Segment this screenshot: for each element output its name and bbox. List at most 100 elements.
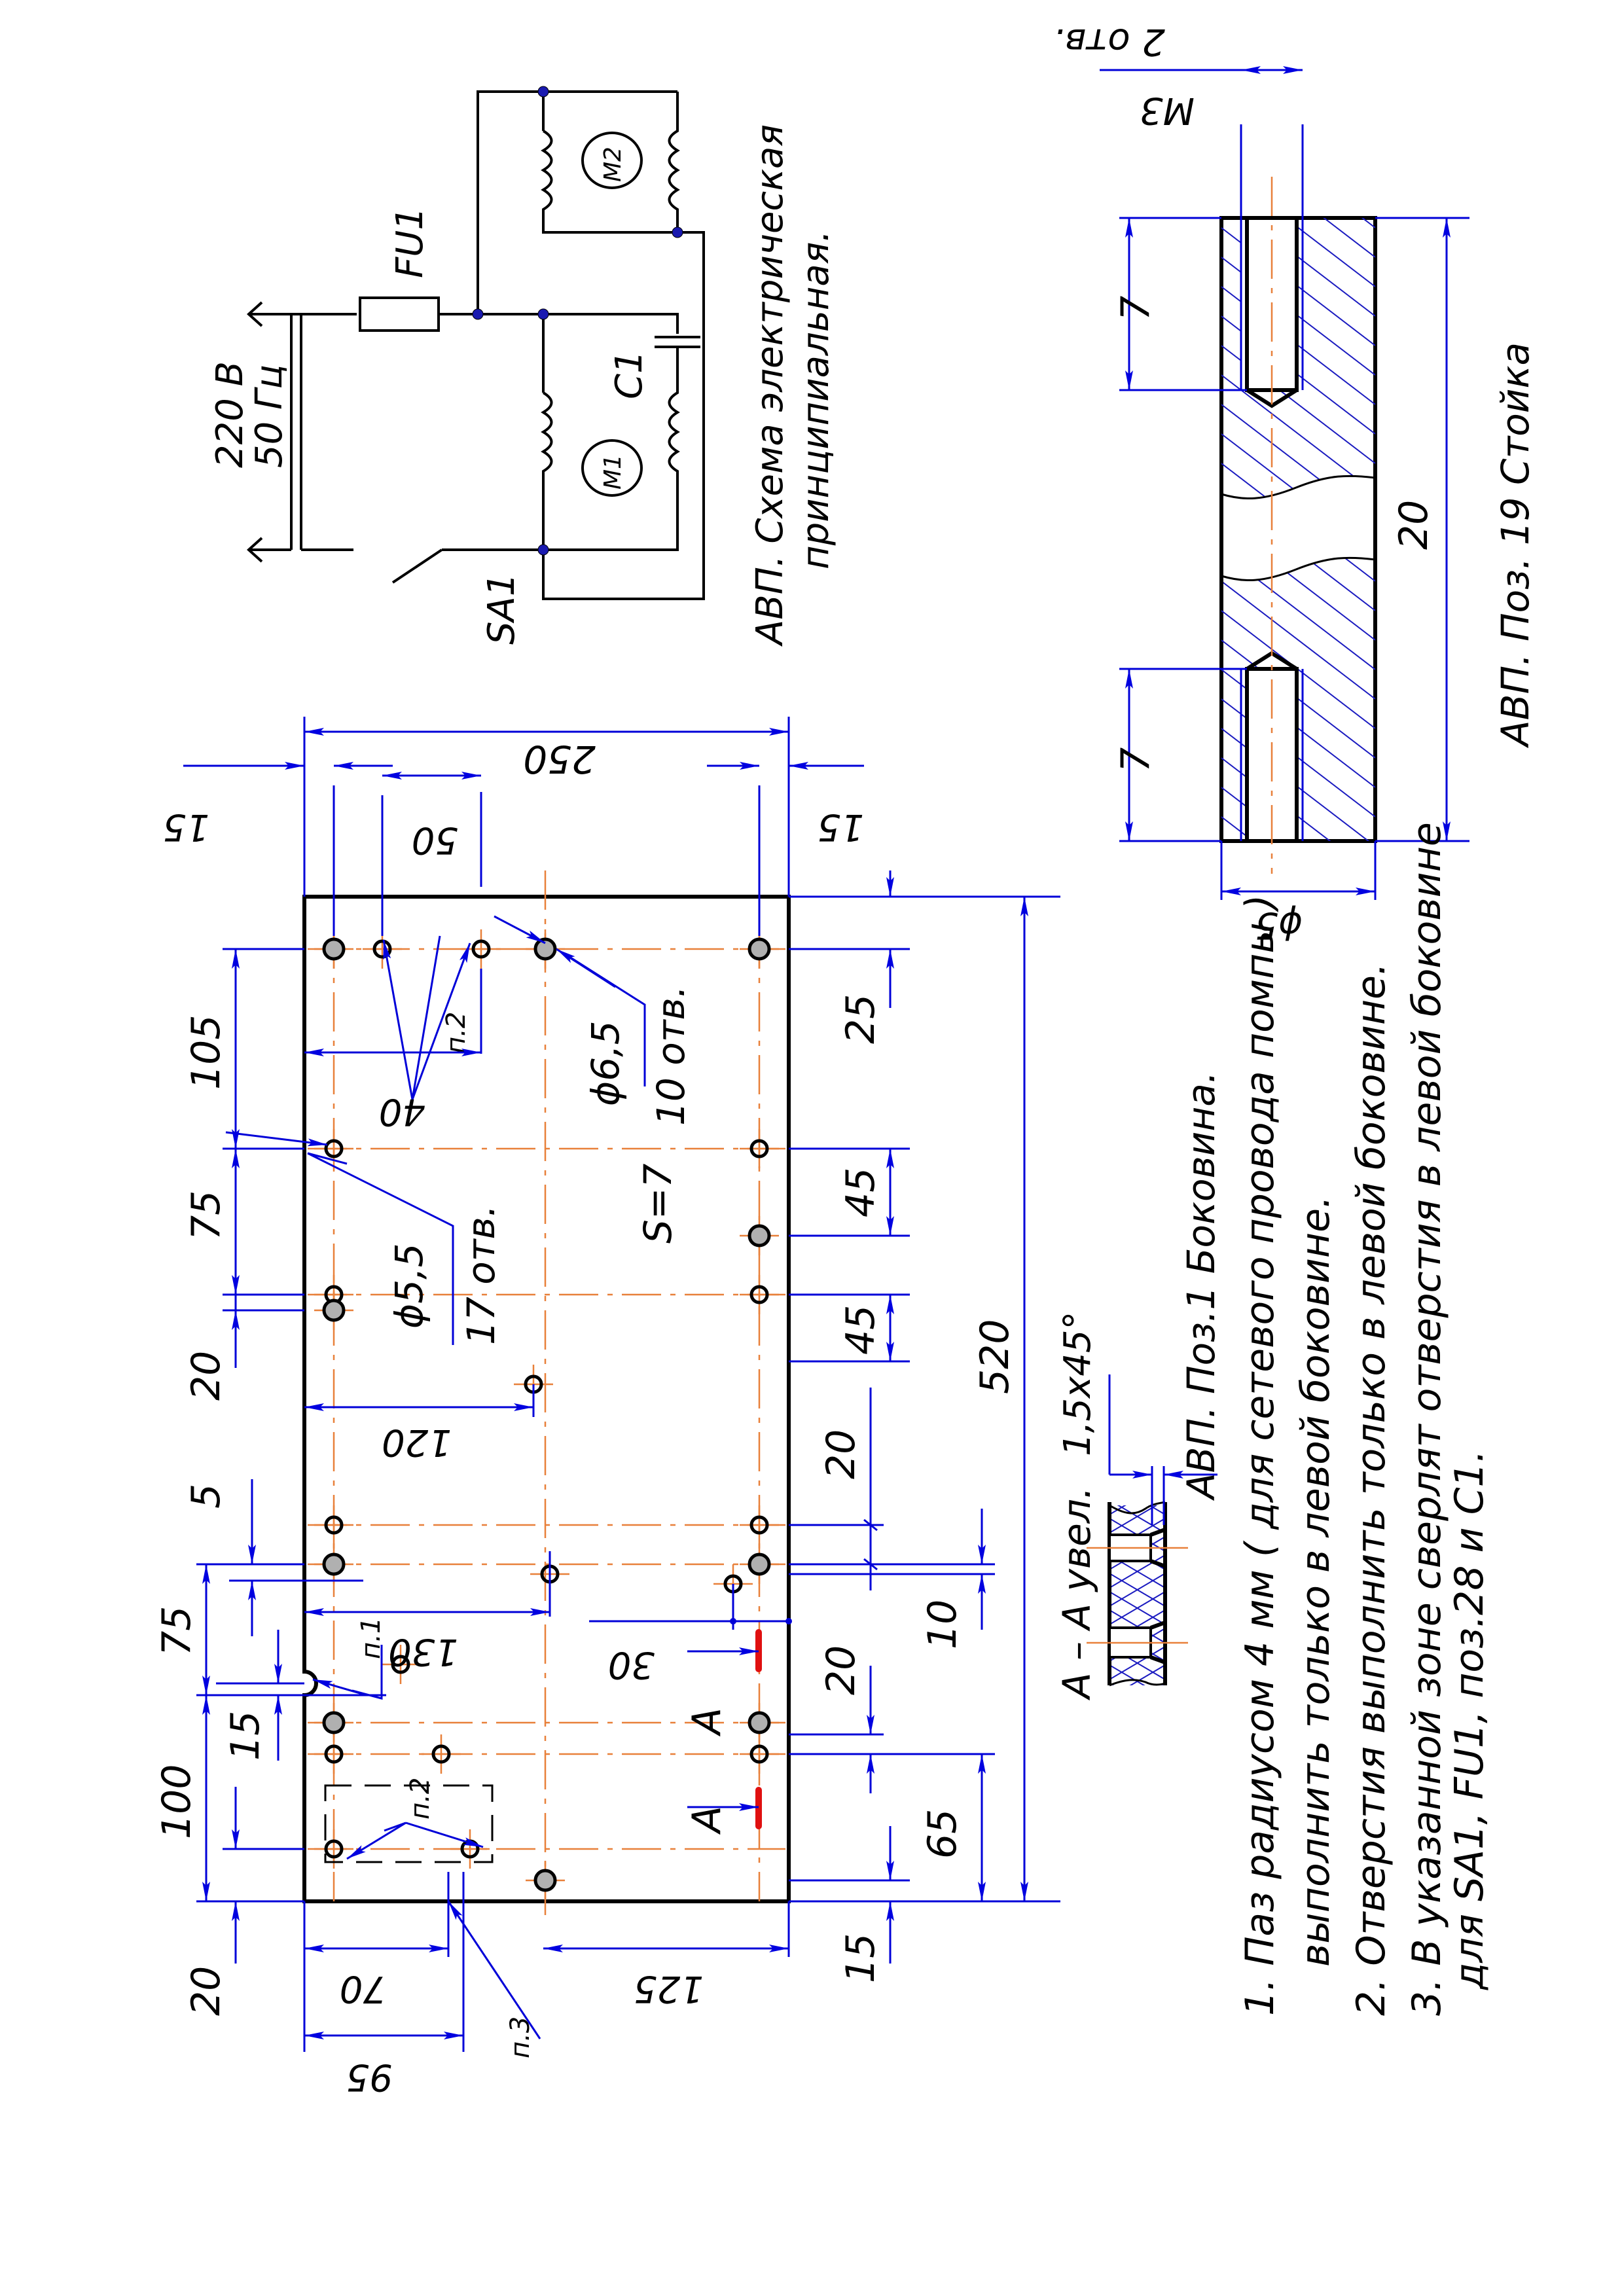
section-mark-label: А — [684, 1708, 730, 1737]
section-break-line — [1109, 1501, 1166, 1515]
hole-small — [324, 1139, 344, 1158]
left-dimensions — [196, 948, 386, 1964]
section-a-a-view: А – А увел. 1,5x45° — [1054, 1312, 1217, 1734]
thread-count-label: 2 отв. — [1053, 20, 1165, 63]
hatch-line — [1109, 1573, 1165, 1607]
electrical-schematic: 220 В 50 Гц FU1 SA1 С1 М1 М2 АВП. Схема … — [209, 86, 837, 647]
height-overall-label: 520 — [972, 1319, 1018, 1394]
supply-arrow-bottom-icon — [247, 537, 263, 563]
hatch-line — [1109, 1554, 1165, 1588]
hatch-line — [1129, 1664, 1165, 1685]
drill-point-top — [1246, 388, 1298, 408]
dimension-dot — [785, 1618, 792, 1624]
inner-dim-label: 130 — [388, 1630, 458, 1673]
schematic-title: АВП. Схема электрическая — [749, 124, 791, 647]
dim-right-label: 10 — [920, 1600, 965, 1649]
hole-large — [748, 937, 771, 961]
hole-large — [322, 1299, 346, 1322]
leader-line — [312, 1678, 367, 1696]
hatch-line — [1109, 1505, 1158, 1534]
technical-notes: 1. Паз радиусом 4 мм ( для сетевого пров… — [1237, 822, 1492, 2016]
tick-mark — [863, 1558, 878, 1571]
dim-left-label: 105 — [183, 1014, 229, 1090]
hatch-line — [1109, 1591, 1165, 1625]
post-title: АВП. Поз. 19 Стойка — [1493, 342, 1538, 749]
wire — [477, 90, 677, 314]
section-hatching — [1109, 1427, 1165, 1734]
hatch-line — [1221, 581, 1375, 700]
junction-node — [537, 86, 549, 98]
hole-small — [749, 1285, 769, 1304]
panel-title: АВП. Поз.1 Боковина. — [1179, 1071, 1223, 1501]
dim-right-label: 45 — [838, 1168, 884, 1217]
hatch-line — [1221, 218, 1375, 228]
hole-large — [748, 1224, 771, 1247]
leader-line — [225, 1131, 328, 1147]
hatch-line — [1221, 51, 1375, 169]
motor-m2-winding-right — [668, 92, 680, 232]
dimension-dot — [730, 1618, 736, 1624]
depth-bottom-label: 7 — [1113, 747, 1159, 772]
supply-arrow-top-icon — [247, 301, 263, 327]
tick-mark — [863, 1518, 878, 1532]
bottom-dim-label: 125 — [634, 1967, 704, 2010]
dim-left-label: 5 — [183, 1484, 229, 1509]
hole-large — [322, 1552, 346, 1576]
hole-small — [324, 1515, 344, 1535]
fuse-label: FU1 — [389, 207, 431, 278]
motor-m1-winding-left — [541, 391, 553, 550]
leader-line — [494, 915, 546, 944]
hole-small — [391, 1655, 410, 1674]
switch-label: SA1 — [480, 573, 523, 645]
hatch-line — [1221, 374, 1375, 493]
post-section-view: М3 2 отв. 7 7 20 ϕ5 АВП. Поз. 19 Стойка — [1053, 20, 1538, 946]
supply-voltage-label: 220 В — [209, 361, 251, 468]
hatch-line — [1109, 1505, 1126, 1515]
right-edge-label: 15 — [818, 806, 864, 848]
supply-frequency-label: 50 Гц — [248, 365, 291, 468]
capacitor-label: С1 — [608, 350, 651, 399]
dim-left-label: 15 — [223, 1711, 268, 1761]
dim-left-label: 75 — [154, 1606, 200, 1656]
panel-outline — [302, 895, 791, 1903]
leader-line — [307, 1152, 348, 1165]
hatch-line — [1109, 1463, 1165, 1496]
hole-large — [748, 1552, 771, 1576]
chamfer-line — [1149, 1655, 1166, 1664]
leader-line — [346, 1821, 406, 1860]
dim-right-label: 25 — [838, 994, 884, 1044]
note-ref-label: п.1 — [356, 1617, 386, 1659]
hole-small — [749, 1139, 769, 1158]
chamfer-label: 1,5x45° — [1056, 1312, 1099, 1456]
motor-m2-winding-left — [541, 130, 677, 234]
fuse-symbol — [359, 296, 440, 332]
right-dimensions — [789, 870, 1060, 1964]
hatch-line — [1109, 1427, 1165, 1460]
dim-left-label: 20 — [183, 1351, 229, 1401]
section-label: А – А увел. — [1054, 1487, 1099, 1701]
bottom-dim-label: 70 — [340, 1967, 386, 2010]
hole-large — [533, 937, 557, 961]
junction-node — [537, 308, 549, 320]
hatch-line — [1160, 1683, 1165, 1685]
hole-small — [431, 1744, 451, 1764]
hatch-line — [1109, 1702, 1165, 1734]
dim-left-label: 75 — [183, 1191, 229, 1240]
thread-label: М3 — [1140, 89, 1195, 132]
hole-large — [748, 1711, 771, 1734]
width-overall-label: 250 — [523, 737, 596, 781]
inner-label: 40 — [379, 1090, 425, 1133]
note-line: 2. Отверстия выполнить только в левой бо… — [1348, 963, 1394, 2016]
note-line: 3. В указанной зоне сверлят отверстия в … — [1404, 822, 1450, 2016]
leader-line — [307, 1152, 454, 1345]
note-line: 1. Паз радиусом 4 мм ( для сетевого пров… — [1237, 895, 1283, 2016]
dim-right-label: 20 — [818, 1645, 864, 1695]
hatch-line — [1221, 218, 1375, 258]
switch-symbol — [391, 548, 443, 584]
leader-line — [411, 942, 471, 1100]
post-break-region — [1220, 475, 1377, 581]
hatch-line — [1221, 81, 1375, 198]
leader-line — [556, 948, 616, 988]
inner-dim-label: 30 — [608, 1643, 655, 1686]
motor-m1-symbol — [581, 439, 643, 497]
